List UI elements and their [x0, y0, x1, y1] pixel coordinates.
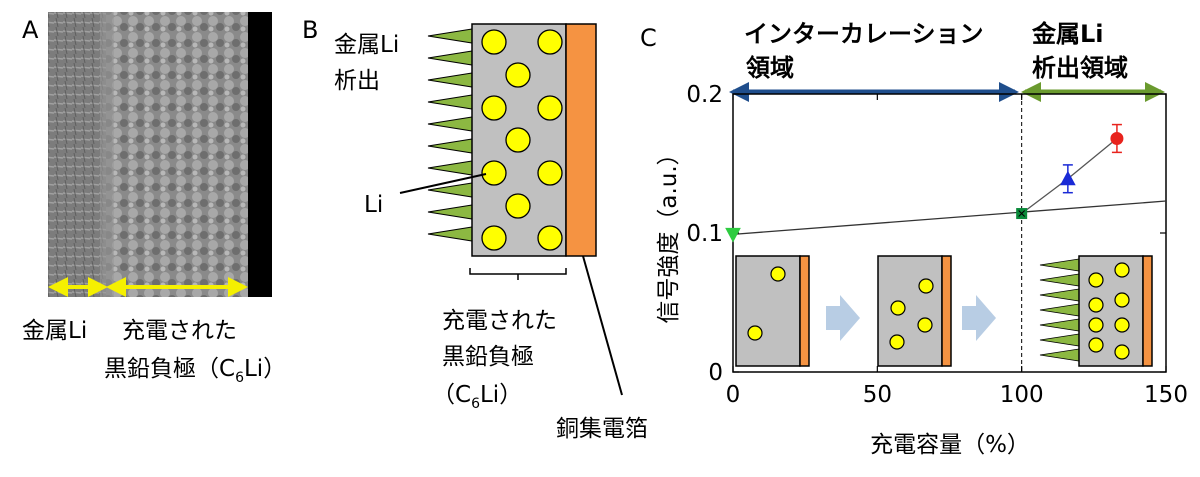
- panel-c-letter: C: [640, 24, 657, 52]
- x-axis-ticks: 0 50 100 150: [726, 94, 1188, 408]
- li-particle: [481, 29, 507, 55]
- li-particle: [1114, 292, 1130, 308]
- copper-foil: [565, 23, 597, 257]
- li-particle: [1114, 317, 1130, 333]
- li-particle: [1088, 297, 1104, 313]
- label-li-metal: 金属Li: [22, 318, 87, 344]
- x-tick-label: 50: [863, 382, 892, 408]
- inset-arrow-1: [826, 295, 860, 341]
- label-li-deposit-line1: 金属Li: [334, 32, 399, 58]
- panel-b-letter: B: [302, 16, 318, 44]
- region-intercalation-line1: インターカレーション: [744, 20, 984, 48]
- dendrite: [1039, 348, 1080, 362]
- region-deposition-line1: 金属Li: [1031, 20, 1104, 48]
- panel-a-letter: A: [22, 16, 39, 44]
- li-pointer-line: [399, 173, 487, 194]
- b-label-charged-line2: 黒鉛負極: [442, 344, 534, 370]
- sem-readout: 1.0kV ×500 100μm: [255, 106, 264, 184]
- point-triangle-up: [1060, 170, 1076, 186]
- li-particle: [1088, 272, 1104, 288]
- dendrite: [427, 28, 473, 44]
- li-particle: [505, 62, 531, 88]
- label-charged-line1: 充電された: [122, 318, 237, 344]
- y-axis-label: 信号強度（a.u.）: [656, 142, 682, 323]
- panel-b: B 金属Li 析出 Li 充電された 黒鉛負極 （C6Li） 銅集電箔: [302, 16, 648, 442]
- point-triangle-down: [725, 227, 741, 243]
- dendrite: [427, 94, 473, 110]
- li-particle: [481, 225, 507, 251]
- graphite-bracket: [469, 268, 567, 280]
- data-points: [725, 123, 1124, 243]
- label-charged-line2: 黒鉛負極（C6Li）: [104, 356, 286, 386]
- dendrite: [427, 50, 473, 66]
- li-particle: [505, 193, 531, 219]
- dendrite: [427, 160, 473, 176]
- li-particle: [1088, 317, 1104, 333]
- li-particle: [537, 225, 563, 251]
- label-current-collector: 銅集電箔: [556, 416, 648, 442]
- x-tick-label: 150: [1144, 382, 1188, 408]
- sem-corner-label: SE: [255, 258, 264, 268]
- dendrite: [1039, 318, 1080, 332]
- dendrite: [427, 116, 473, 132]
- dendrite: [427, 72, 473, 88]
- inset-arrow-2: [962, 295, 996, 341]
- copper-pointer-line: [582, 255, 623, 396]
- dendrite: [1039, 273, 1080, 287]
- li-particle: [505, 127, 531, 153]
- li-particle: [537, 160, 563, 186]
- li-particle: [1114, 262, 1130, 278]
- inset-full-charge: [877, 255, 952, 367]
- dendrite: [427, 226, 473, 242]
- x-axis-label: 充電容量（%）: [870, 432, 1030, 458]
- x-tick-label: 0: [726, 382, 741, 408]
- sem-image: 1.0kV ×500 100μm SE: [48, 12, 272, 297]
- dendrite: [427, 204, 473, 220]
- li-particle: [1114, 344, 1130, 360]
- x-tick-label: 100: [1000, 382, 1044, 408]
- b-label-charged-line1: 充電された: [442, 308, 557, 334]
- panel-c: C インターカレーション 領域 金属Li 析出領域 0 50 100 150 0 0.1…: [640, 20, 1188, 458]
- dendrite-layer: [427, 28, 473, 242]
- trend-line: [732, 200, 1167, 236]
- dendrite: [1039, 258, 1080, 272]
- panel-a: A 1.0kV ×500 100μm SE 金属Li 充電された 黒鉛負極（C6…: [22, 12, 286, 386]
- dendrite: [427, 138, 473, 154]
- b-label-charged-line3: （C6Li）: [432, 382, 522, 412]
- point-square-cross: [1018, 210, 1026, 217]
- li-particle: [481, 160, 507, 186]
- li-particle: [537, 95, 563, 121]
- label-li-deposit-line2: 析出: [334, 68, 380, 94]
- y-tick-label: 0: [708, 360, 723, 386]
- dendrite: [1039, 303, 1080, 317]
- point-circle: [1110, 131, 1124, 145]
- inset-overcharge: [1039, 255, 1153, 367]
- li-particle: [481, 95, 507, 121]
- dendrite: [1039, 333, 1080, 347]
- li-particles: [481, 29, 563, 251]
- region-intercalation-line2: 領域: [746, 54, 794, 82]
- dendrite: [1039, 288, 1080, 302]
- y-tick-label: 0.2: [686, 82, 723, 108]
- inset-low-charge: [735, 255, 810, 367]
- li-particle: [1088, 337, 1104, 353]
- label-li: Li: [364, 192, 383, 218]
- y-tick-label: 0.1: [686, 221, 723, 247]
- li-particle: [537, 29, 563, 55]
- region-deposition-line2: 析出領域: [1032, 54, 1128, 82]
